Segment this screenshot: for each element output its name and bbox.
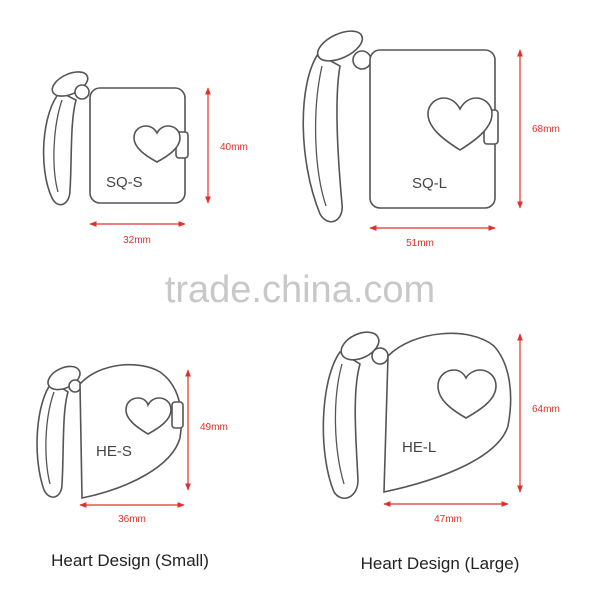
width-label-he-l: 47mm [434, 514, 462, 525]
strap-he-s [36, 365, 82, 498]
heart-icon [125, 397, 172, 435]
tag-he-s: HE-S 49mm 36mm [36, 363, 228, 525]
strap-he-l [322, 331, 389, 500]
tag-body-he-s [79, 363, 183, 499]
height-label-sq-s: 40mm [220, 142, 248, 153]
model-label-sq-l: SQ-L [412, 175, 447, 192]
heart-icon [427, 97, 493, 151]
caption-heart-large: Heart Design (Large) [361, 554, 520, 573]
tag-sq-s: SQ-S 40mm 32mm [42, 71, 248, 246]
tag-he-l: HE-L 64mm 47mm [322, 331, 560, 525]
tag-sq-l: SQ-L 68mm 51mm [302, 30, 560, 249]
tag-body-he-l [383, 332, 512, 493]
watermark-text: trade.china.com [165, 269, 435, 311]
model-label-sq-s: SQ-S [106, 174, 143, 191]
strap-sq-l [302, 30, 372, 223]
height-label-sq-l: 68mm [532, 124, 560, 135]
height-label-he-l: 64mm [532, 404, 560, 415]
width-label-he-s: 36mm [118, 514, 146, 525]
heart-icon [133, 125, 181, 163]
heart-icon [437, 369, 497, 419]
strap-sq-s [42, 71, 90, 206]
model-label-he-l: HE-L [402, 439, 436, 456]
height-label-he-s: 49mm [200, 422, 228, 433]
width-label-sq-l: 51mm [406, 238, 434, 249]
caption-heart-small: Heart Design (Small) [51, 551, 209, 570]
width-label-sq-s: 32mm [123, 235, 151, 246]
model-label-he-s: HE-S [96, 443, 132, 460]
